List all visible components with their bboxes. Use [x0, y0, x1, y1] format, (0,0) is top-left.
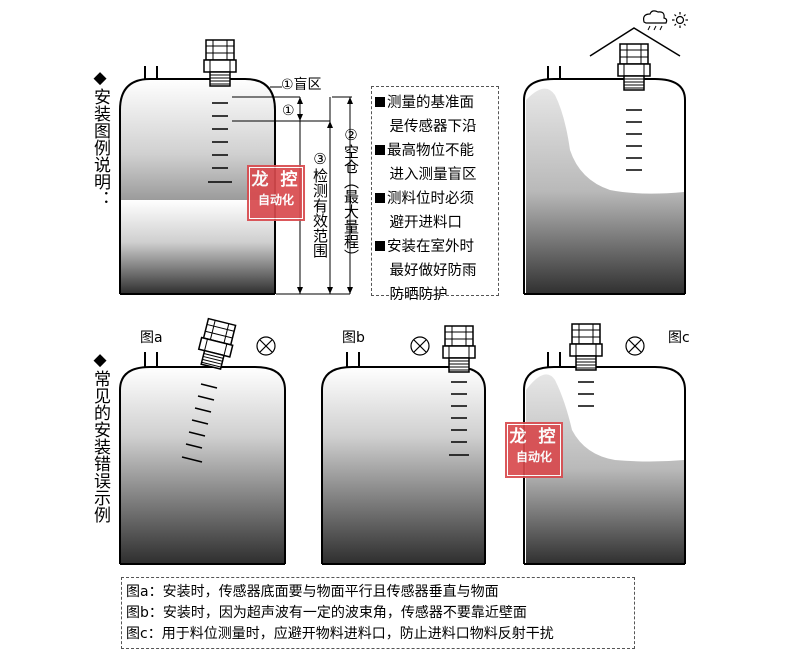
note-line: 避开进料口 — [389, 215, 463, 231]
wrong-mark-a — [256, 336, 276, 356]
note-bullet-icon — [375, 97, 385, 107]
tank-legend — [119, 39, 353, 295]
label-blind-zone: ①盲区 — [281, 76, 322, 93]
tank-error-b — [321, 325, 486, 565]
wrong-mark-b — [410, 336, 430, 356]
note-line: 防晒防护 — [389, 287, 448, 303]
fig-tag-c: 图c — [668, 330, 690, 346]
note-line: 测料位时必须 — [375, 187, 495, 211]
note-line: 最好做好防雨 — [389, 263, 477, 279]
label-detect-range: ③检测有效范围 — [311, 150, 329, 258]
sun-icon — [672, 12, 688, 28]
fig-tag-b: 图b — [342, 330, 365, 346]
section1-title: ◆安装图例说明： — [90, 68, 110, 207]
caption-a: 图a：安装时，传感器底面要与物面平行且传感器垂直与物面 — [126, 584, 499, 600]
section2-title: ◆常见的安装错误示例 — [90, 350, 110, 523]
label-blind-zone-marker: ① — [282, 103, 295, 119]
tank-error-a — [119, 317, 286, 565]
tank-error-c — [523, 323, 686, 565]
note-bullet-icon — [375, 193, 385, 203]
note-line: 是传感器下沿 — [389, 119, 477, 135]
caption-c: 图c：用于料位测量时，应避开物料进料口，防止进料口物料反射干扰 — [126, 626, 554, 642]
notes-box: 测量的基准面 是传感器下沿 最高物位不能 进入测量盲区 测料位时必须 避开进料口… — [371, 86, 499, 303]
caption-b: 图b：安装时，因为超声波有一定的波束角，传感器不要靠近壁面 — [126, 605, 527, 621]
tank-outdoor — [523, 10, 688, 295]
note-line: 安装在室外时 — [375, 235, 495, 259]
note-line: 最高物位不能 — [375, 139, 495, 163]
section2-bullet: ◆ — [90, 350, 110, 370]
brand-stamp-logo: 龙 控 自动化 — [249, 167, 303, 219]
fig-tag-a: 图a — [140, 330, 163, 346]
note-line: 测量的基准面 — [375, 91, 495, 115]
section1-bullet: ◆ — [90, 68, 110, 88]
wrong-mark-c — [625, 336, 645, 356]
note-bullet-icon — [375, 145, 385, 155]
note-line: 进入测量盲区 — [389, 167, 477, 183]
rain-cloud-icon — [643, 10, 668, 31]
label-empty-tank: ②空仓（最大量程） — [342, 126, 360, 264]
brand-stamp-logo: 龙 控 自动化 — [507, 424, 561, 476]
captions-box: 图a：安装时，传感器底面要与物面平行且传感器垂直与物面 图b：安装时，因为超声波… — [121, 577, 635, 649]
note-bullet-icon — [375, 241, 385, 251]
